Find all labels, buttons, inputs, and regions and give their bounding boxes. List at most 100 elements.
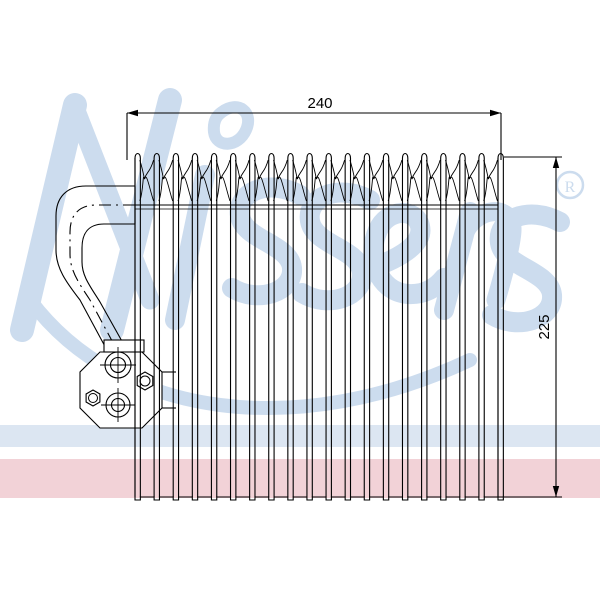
- tube-plate: [363, 152, 371, 497]
- fin-bow-bottom: [445, 176, 460, 202]
- fin-bow-bottom: [273, 176, 288, 202]
- fin-bow-bottom: [311, 176, 326, 202]
- fin-bow-bottom: [368, 176, 384, 202]
- fin-bow-bottom: [349, 176, 365, 202]
- fin-unit: [215, 159, 231, 202]
- fin-bow-bottom: [234, 176, 250, 202]
- fin-unit: [158, 159, 174, 202]
- fin-unit: [139, 159, 155, 202]
- width-dimension: [126, 109, 502, 160]
- registered-mark-circle: [555, 170, 585, 200]
- tube-plate-outline: [268, 152, 275, 497]
- width-dimension-label: 240: [307, 95, 332, 112]
- pipe-centerline: [69, 204, 135, 353]
- tube-plate-outline: [229, 152, 237, 497]
- right-hex-bolt-outer: [136, 371, 154, 391]
- registered-mark-icon: R: [555, 170, 585, 200]
- registered-mark-letter: R: [565, 179, 576, 196]
- lower-pink-band: [0, 459, 600, 498]
- tube-plate: [268, 152, 275, 497]
- left-hex-bolt-inner: [88, 393, 98, 403]
- height-arrow-bottom: [552, 486, 560, 497]
- fin-bow-bottom: [215, 176, 231, 202]
- fin-bow-bottom: [425, 176, 441, 202]
- fin-unit: [349, 159, 365, 202]
- core-bottom-edge: [134, 496, 504, 501]
- tube-plate-outline: [134, 152, 141, 497]
- fin-unit: [368, 159, 384, 202]
- width-arrow-right: [490, 109, 501, 117]
- tube-plate: [325, 152, 332, 497]
- fin-bow-bottom: [464, 176, 479, 202]
- tube-plate-outline: [249, 152, 256, 497]
- tube-plate-outline: [344, 152, 352, 497]
- tube-plate: [172, 152, 180, 497]
- tube-plate-outline: [287, 152, 294, 497]
- watermark-underline-swash: [23, 293, 477, 415]
- tube-plate: [382, 152, 390, 497]
- tube-plate: [134, 152, 141, 497]
- tube-plate: [287, 152, 294, 497]
- watermark-i-stem: [165, 165, 215, 330]
- fin-unit: [445, 159, 460, 202]
- tube-plate: [306, 152, 313, 497]
- tube-plate-outline: [421, 152, 428, 497]
- tube-plate-outline: [325, 152, 332, 497]
- fin-unit: [425, 159, 441, 202]
- fin-unit: [234, 159, 250, 202]
- fin-unit: [311, 159, 326, 202]
- watermark-e: [362, 203, 454, 305]
- tube-plate-outline: [440, 152, 447, 497]
- watermark-N-right-stem: [100, 88, 182, 342]
- tube-plate-outline: [382, 152, 390, 497]
- tube-plate-outline: [401, 152, 409, 497]
- fin-bow-bottom: [387, 176, 403, 202]
- tube-plate-outline: [153, 152, 161, 497]
- tube-plate: [229, 152, 237, 497]
- width-arrow-left: [127, 109, 138, 117]
- pipe-outer-wall: [55, 185, 135, 353]
- fin-bow-bottom: [139, 176, 154, 202]
- tube-plate: [421, 152, 428, 497]
- tube-plate-outline: [306, 152, 313, 497]
- height-dimension-label: 225: [536, 314, 553, 339]
- tube-plate: [440, 152, 447, 497]
- watermark-s3: [482, 204, 570, 333]
- lower-port: [101, 388, 135, 422]
- tube-plate-outline: [210, 152, 218, 497]
- fin-bow-bottom: [158, 176, 174, 202]
- tube-plate: [344, 152, 352, 497]
- upper-blue-band: [0, 425, 600, 447]
- tube-plate: [478, 152, 485, 497]
- fin-unit: [387, 159, 403, 202]
- upper-port: [100, 347, 136, 383]
- tube-plate: [210, 152, 218, 497]
- fin-unit: [330, 159, 346, 202]
- fin-bow-bottom: [196, 176, 212, 202]
- tube-plate-outline: [497, 152, 504, 497]
- tube-plate: [497, 152, 504, 497]
- pipe-inner-wall: [81, 223, 135, 353]
- tube-plate-outline: [363, 152, 371, 497]
- tube-plate-outline: [478, 152, 485, 497]
- watermark-N-left-stem: [10, 93, 87, 342]
- tube-plate: [191, 152, 199, 497]
- left-hex-bolt-outer: [85, 389, 101, 407]
- fin-unit: [483, 159, 498, 202]
- fin-unit: [292, 159, 307, 202]
- height-arrow-top: [552, 157, 560, 168]
- fin-unit: [196, 159, 212, 202]
- fin-bow-bottom: [483, 176, 498, 202]
- tube-plate-outline: [191, 152, 199, 497]
- fin-bow-bottom: [330, 176, 346, 202]
- watermark-i-dot: [207, 101, 254, 150]
- fin-unit: [406, 159, 422, 202]
- tube-plate-outline: [459, 152, 466, 497]
- fin-bow-bottom: [254, 176, 269, 202]
- tube-plate-outline: [172, 152, 180, 497]
- mounting-flange: [79, 339, 176, 429]
- fin-bow-bottom: [177, 176, 193, 202]
- fin-unit: [254, 159, 269, 202]
